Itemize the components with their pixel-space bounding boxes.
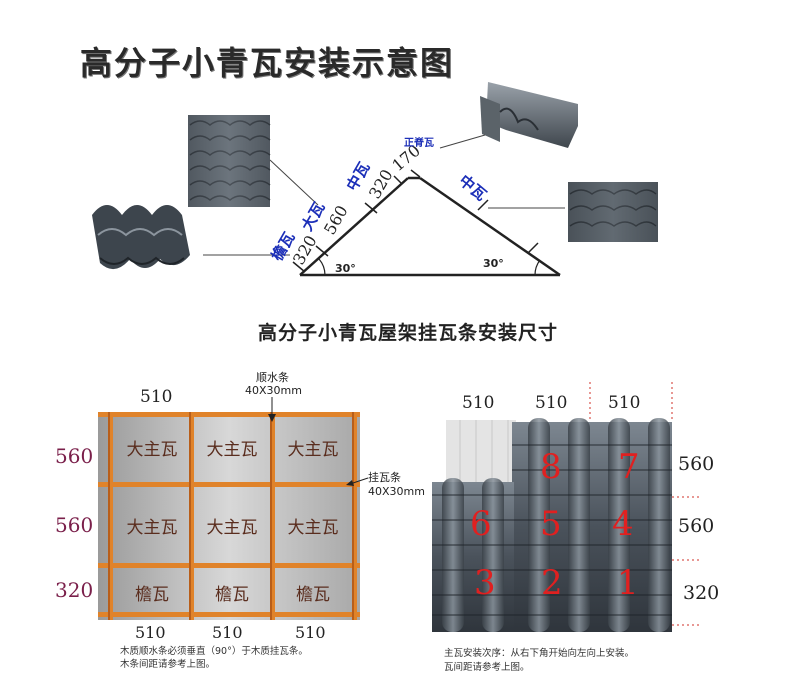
arrow-down-icon — [268, 414, 276, 422]
left-bottom-width-2: 510 — [212, 623, 243, 642]
grid-cell-r3c2: 檐瓦 — [215, 585, 249, 605]
angle-right-label: 30° — [483, 257, 504, 270]
leader-line — [269, 159, 319, 206]
sequence-number-5: 5 — [540, 504, 562, 544]
dimension-ticks — [292, 169, 539, 273]
vertical-batten-name: 顺水条 — [256, 370, 289, 384]
horizontal-batten-name: 挂瓦条 — [368, 470, 401, 484]
batten-grid — [98, 412, 360, 620]
eave-tile-image — [92, 205, 190, 270]
ridge-tile-label: 正脊瓦 — [404, 136, 434, 149]
right-top-width-1: 510 — [462, 393, 494, 413]
angle-left-label: 30° — [335, 262, 356, 275]
grid-cell-r1c2: 大主瓦 — [207, 440, 258, 460]
grid-cell-r3c1: 檐瓦 — [135, 585, 169, 605]
vertical-batten-size: 40X30mm — [245, 384, 302, 397]
left-top-width: 510 — [140, 387, 172, 407]
sequence-number-6: 6 — [470, 504, 492, 544]
left-bottom-width-1: 510 — [135, 623, 166, 642]
left-bottom-width-3: 510 — [295, 623, 326, 642]
roof-triangle — [299, 176, 561, 277]
arrow-left-icon — [346, 480, 354, 486]
middle-tile-image — [568, 182, 658, 242]
sequence-number-1: 1 — [617, 563, 639, 603]
grid-cell-r2c3: 大主瓦 — [288, 518, 339, 538]
left-note-2: 木条间距请参考上图。 — [120, 658, 215, 670]
angle-arc-left — [318, 258, 326, 276]
right-row-height-1: 560 — [678, 453, 714, 475]
grid-cell-r3c3: 檐瓦 — [296, 585, 330, 605]
sequence-number-8: 8 — [540, 447, 562, 487]
guide-lines — [589, 382, 700, 626]
sequence-number-4: 4 — [612, 504, 634, 544]
right-note-1: 主瓦安装次序：从右下角开始向左向上安装。 — [444, 647, 634, 659]
grid-cell-r1c1: 大主瓦 — [127, 440, 178, 460]
tile-stack-image — [188, 115, 271, 207]
right-row-height-3: 320 — [683, 582, 719, 604]
sequence-number-2: 2 — [541, 563, 563, 603]
sequence-number-7: 7 — [618, 447, 640, 487]
grid-cell-r2c2: 大主瓦 — [207, 518, 258, 538]
horizontal-batten-size: 40X30mm — [368, 485, 425, 498]
page-title: 高分子小青瓦安装示意图 — [80, 44, 455, 82]
right-top-width-3: 510 — [608, 393, 640, 413]
roof-tile-photo — [432, 418, 672, 632]
section-subtitle: 高分子小青瓦屋架挂瓦条安装尺寸 — [258, 322, 559, 344]
right-note-2: 瓦间距请参考上图。 — [444, 661, 530, 673]
right-row-height-2: 560 — [678, 515, 714, 537]
sequence-number-3: 3 — [474, 563, 496, 603]
left-row-height-1: 560 — [55, 444, 93, 468]
left-row-height-2: 560 — [55, 513, 93, 537]
angle-arc-right — [534, 259, 541, 276]
leader-line — [439, 134, 486, 149]
grid-cell-r1c3: 大主瓦 — [288, 440, 339, 460]
left-note-1: 木质顺水条必须垂直（90°）于木质挂瓦条。 — [120, 645, 308, 657]
ridge-tile-image — [480, 82, 578, 148]
grid-cell-r2c1: 大主瓦 — [127, 518, 178, 538]
middle-tile-right-label: 中瓦 — [455, 171, 490, 204]
left-row-height-3: 320 — [55, 578, 93, 602]
right-top-width-2: 510 — [535, 393, 567, 413]
